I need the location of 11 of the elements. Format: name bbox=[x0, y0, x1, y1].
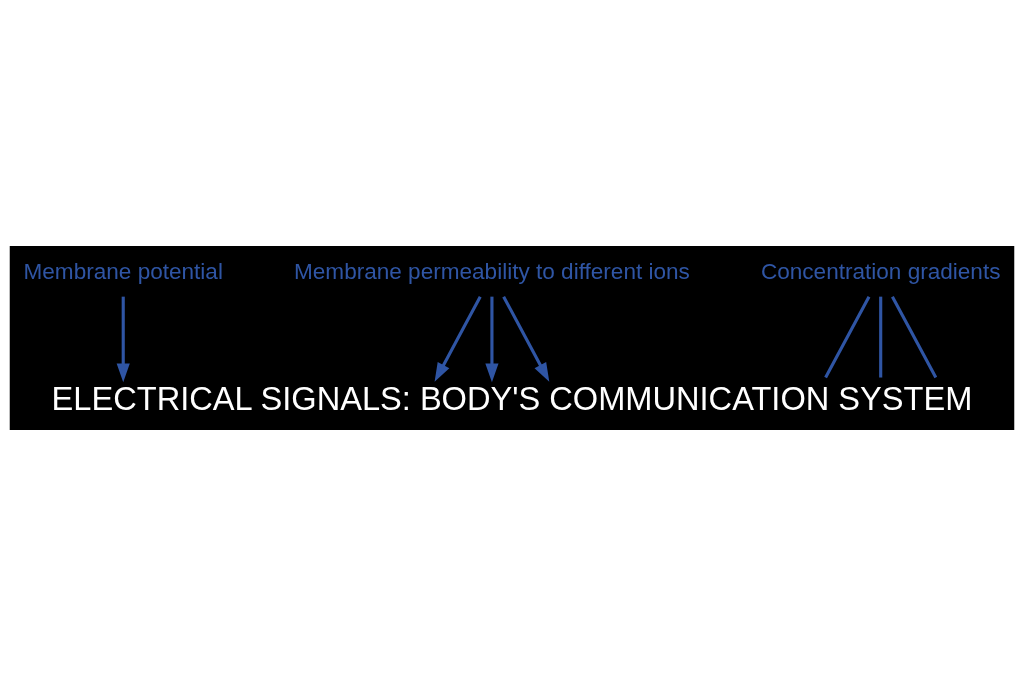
node-text: Concentration gradients bbox=[760, 259, 1001, 285]
arrow bbox=[485, 296, 499, 383]
arrow bbox=[502, 295, 550, 382]
arrow bbox=[116, 296, 130, 383]
connector bbox=[891, 295, 938, 379]
connector bbox=[824, 295, 871, 379]
node-text: Membrane permeability to different ions bbox=[293, 259, 690, 285]
node-text: Membrane potential bbox=[23, 259, 223, 285]
connector bbox=[879, 296, 883, 378]
arrow bbox=[434, 295, 482, 382]
diagram-title: ELECTRICAL SIGNALS: BODY'S COMMUNICATION SYSTEM bbox=[51, 379, 973, 417]
